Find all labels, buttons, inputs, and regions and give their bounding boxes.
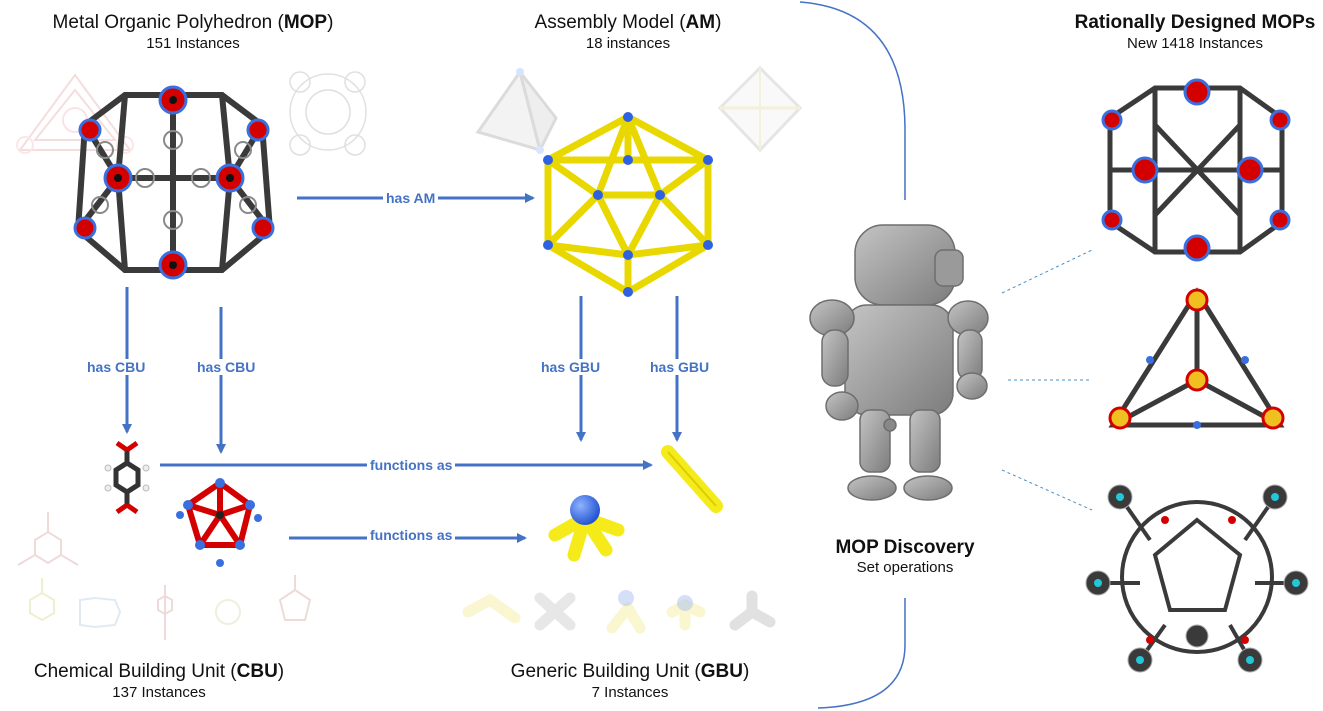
designed-mop-cage-icon <box>1101 78 1291 262</box>
edge-label-has-gbu-2: has GBU <box>647 359 713 375</box>
faded-gbu-examples <box>462 590 776 634</box>
am-title: Assembly Model (AM) <box>534 12 722 33</box>
linker-icon <box>104 440 150 515</box>
designed-count: New 1418 Instances <box>1127 35 1263 52</box>
edge-label-functions-as-1: functions as <box>367 457 456 473</box>
edge-label-has-cbu-2: has CBU <box>194 359 259 375</box>
faded-mop-left-icon <box>16 73 134 154</box>
faded-tetrahedron-icon <box>475 68 558 155</box>
edge-label-has-gbu-1: has GBU <box>538 359 604 375</box>
bracket-curve <box>799 1 906 709</box>
icosahedron-icon <box>543 112 713 297</box>
gbu-linear-icon <box>661 445 723 513</box>
faded-cbu-examples <box>17 512 312 640</box>
designed-title: Rationally Designed MOPs <box>1074 12 1316 33</box>
edge-label-has-am: has AM <box>383 190 439 206</box>
edge-label-has-cbu-1: has CBU <box>84 359 149 375</box>
dashed-connectors <box>1001 249 1093 511</box>
faded-octahedron-icon <box>717 65 803 153</box>
cbu-count: 137 Instances <box>112 684 206 701</box>
gbu-tetra-connector-icon <box>548 495 625 562</box>
mop-count: 151 Instances <box>146 35 240 52</box>
am-count: 18 instances <box>585 35 671 52</box>
mop-metal-clusters <box>73 85 275 280</box>
edge-label-functions-as-2: functions as <box>367 527 456 543</box>
faded-mop-right-icon <box>289 71 367 156</box>
gbu-count: 7 Instances <box>591 684 669 701</box>
mop-title: Metal Organic Polyhedron (MOP) <box>52 12 334 33</box>
robot-icon <box>809 224 989 501</box>
mop-molecule-icon <box>73 85 275 280</box>
discovery-subtitle: Set operations <box>856 559 954 576</box>
discovery-title: MOP Discovery <box>835 537 975 558</box>
designed-mop-large-icon <box>1085 484 1309 673</box>
cbu-title: Chemical Building Unit (CBU) <box>33 661 285 682</box>
designed-mop-triangle-icon <box>1108 287 1285 430</box>
gbu-title: Generic Building Unit (GBU) <box>510 661 750 682</box>
paddlewheel-icon <box>176 478 262 567</box>
